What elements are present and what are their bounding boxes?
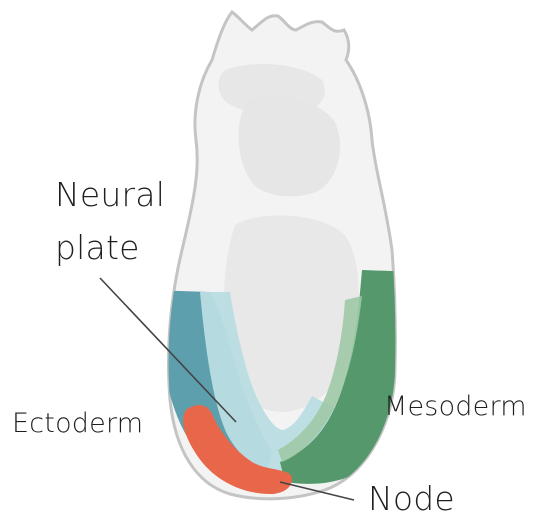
neural-plate-label-line2: plate xyxy=(55,231,140,264)
mesoderm-label: Mesoderm xyxy=(384,393,527,420)
node-label: Node xyxy=(368,482,455,515)
ectoderm-label: Ectoderm xyxy=(12,410,143,437)
exocoelomic-cavity xyxy=(239,97,340,196)
neural-plate-label-line1: Neural xyxy=(55,178,165,211)
